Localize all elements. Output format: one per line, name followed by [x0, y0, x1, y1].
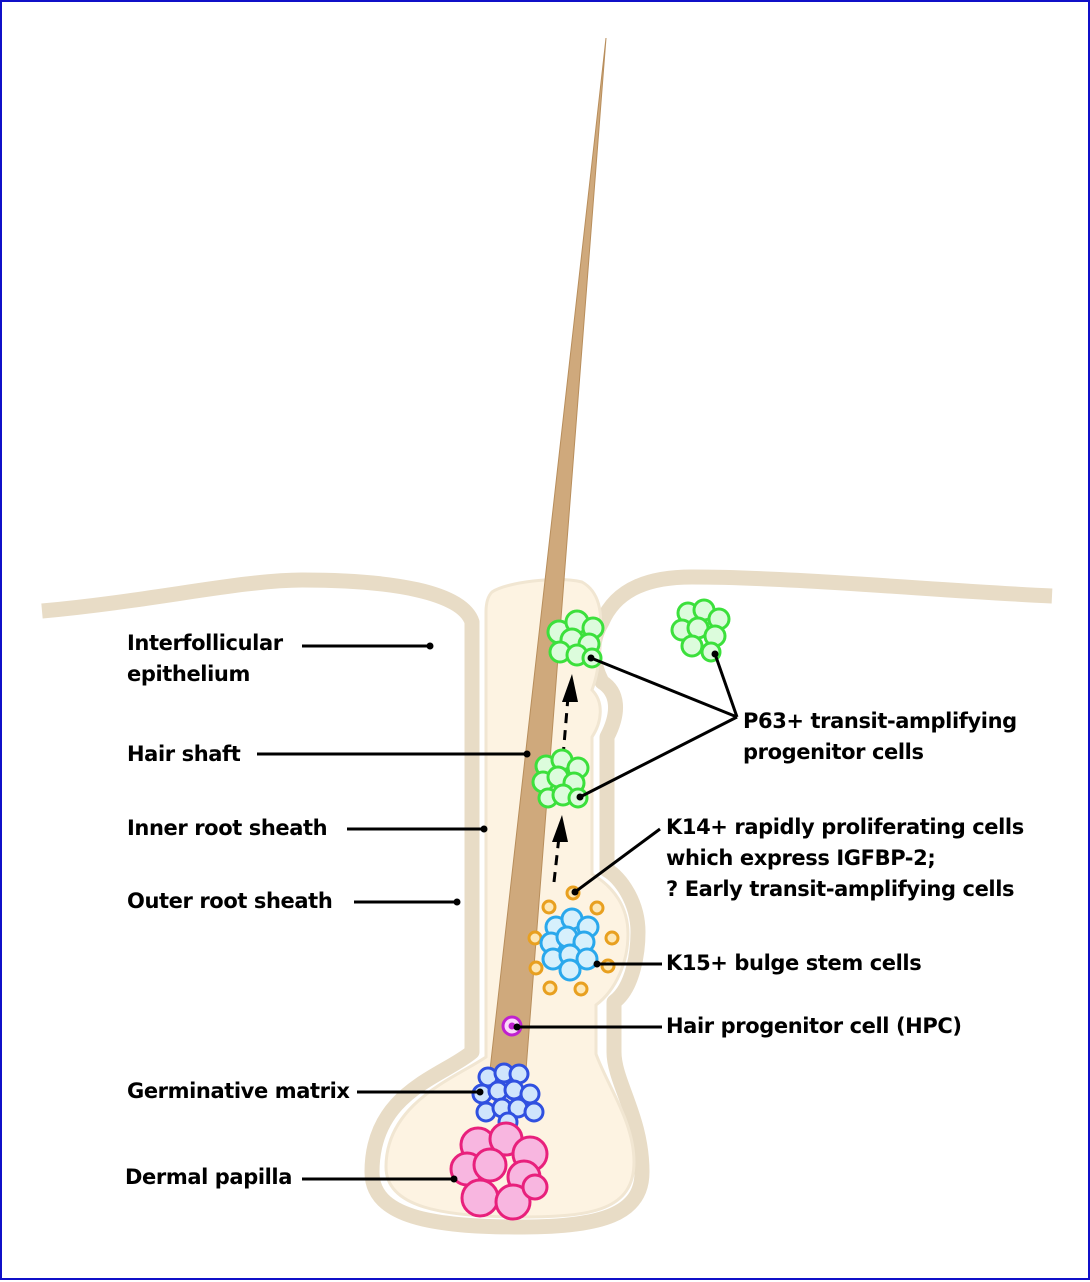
label-interfollicular-epithelium: Interfollicular epithelium: [127, 628, 283, 690]
label-k14-line3: ? Early transit-amplifying cells: [666, 877, 1015, 901]
label-outer-root-sheath: Outer root sheath: [127, 889, 333, 913]
k15-cell-cluster: [539, 907, 600, 982]
p63-cell-cluster-epidermis: [670, 598, 731, 663]
label-hair-shaft: Hair shaft: [127, 742, 241, 766]
label-dermal-papilla: Dermal papilla: [125, 1165, 292, 1189]
p63-cell-cluster-lower: [531, 748, 590, 809]
label-hpc: Hair progenitor cell (HPC): [666, 1014, 962, 1038]
leader-lines: [257, 642, 739, 1183]
label-germinative-matrix: Germinative matrix: [127, 1079, 350, 1103]
label-k14-proliferating: K14+ rapidly proliferating cells which e…: [666, 812, 1024, 905]
k14-cell-ring: [527, 885, 620, 997]
label-inner-root-sheath: Inner root sheath: [127, 816, 328, 840]
dermal-papilla-cells: [449, 1121, 549, 1221]
p63-cell-cluster-upper: [546, 609, 605, 669]
label-k15-bulge-stem-cells: K15+ bulge stem cells: [666, 951, 922, 975]
label-interfollicular-line1: Interfollicular: [127, 631, 283, 655]
label-k14-line2: which express IGFBP-2;: [666, 846, 936, 870]
label-p63-transit-amplifying: P63+ transit-amplifying progenitor cells: [743, 706, 1017, 768]
outer-root-sheath: [41, 569, 1053, 1235]
label-k14-line1: K14+ rapidly proliferating cells: [666, 815, 1024, 839]
label-p63-line2: progenitor cells: [743, 740, 924, 764]
lineage-arrows: [552, 674, 578, 883]
label-interfollicular-line2: epithelium: [127, 662, 250, 686]
label-p63-line1: P63+ transit-amplifying: [743, 709, 1017, 733]
